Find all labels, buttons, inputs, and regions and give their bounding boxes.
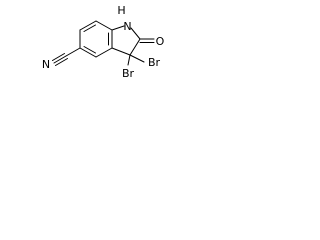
bond-c4-c3a xyxy=(95,47,113,58)
bond-cn-triple-3 xyxy=(55,58,68,66)
bond-c3-c3a xyxy=(111,47,131,56)
atom-label-nh-hydrogen: H xyxy=(117,4,125,17)
atom-label-nitrogen: N xyxy=(123,20,131,33)
atom-labels: H N O N Br Br xyxy=(42,4,165,80)
bond-c5-cn xyxy=(65,47,81,57)
bond-inner-c7-c6 xyxy=(83,24,96,32)
bond-c2-c3 xyxy=(129,38,141,56)
bond-c7-c6 xyxy=(79,20,97,31)
atom-label-oxygen: O xyxy=(156,35,165,48)
bond-lines xyxy=(52,20,155,66)
chemical-structure-drawing: H N O N Br Br xyxy=(42,4,165,80)
bond-c7a-c7 xyxy=(95,20,113,31)
atom-label-bromine-2: Br xyxy=(122,67,135,80)
bond-c5-c4 xyxy=(79,47,97,58)
atom-label-nitrile-nitrogen: N xyxy=(42,58,50,71)
bond-c3-br1 xyxy=(129,54,145,63)
molecule-structure-canvas: H N O N Br Br xyxy=(0,0,204,111)
bond-n1-c2 xyxy=(130,27,141,40)
atom-label-bromine-1: Br xyxy=(148,56,161,69)
bond-c3-br2 xyxy=(127,54,131,66)
bond-c7a-n1 xyxy=(111,25,125,31)
bond-inner-c5-c4 xyxy=(83,46,96,54)
bond-cn-triple-2 xyxy=(52,53,65,61)
bond-cn-triple-1 xyxy=(53,55,67,64)
